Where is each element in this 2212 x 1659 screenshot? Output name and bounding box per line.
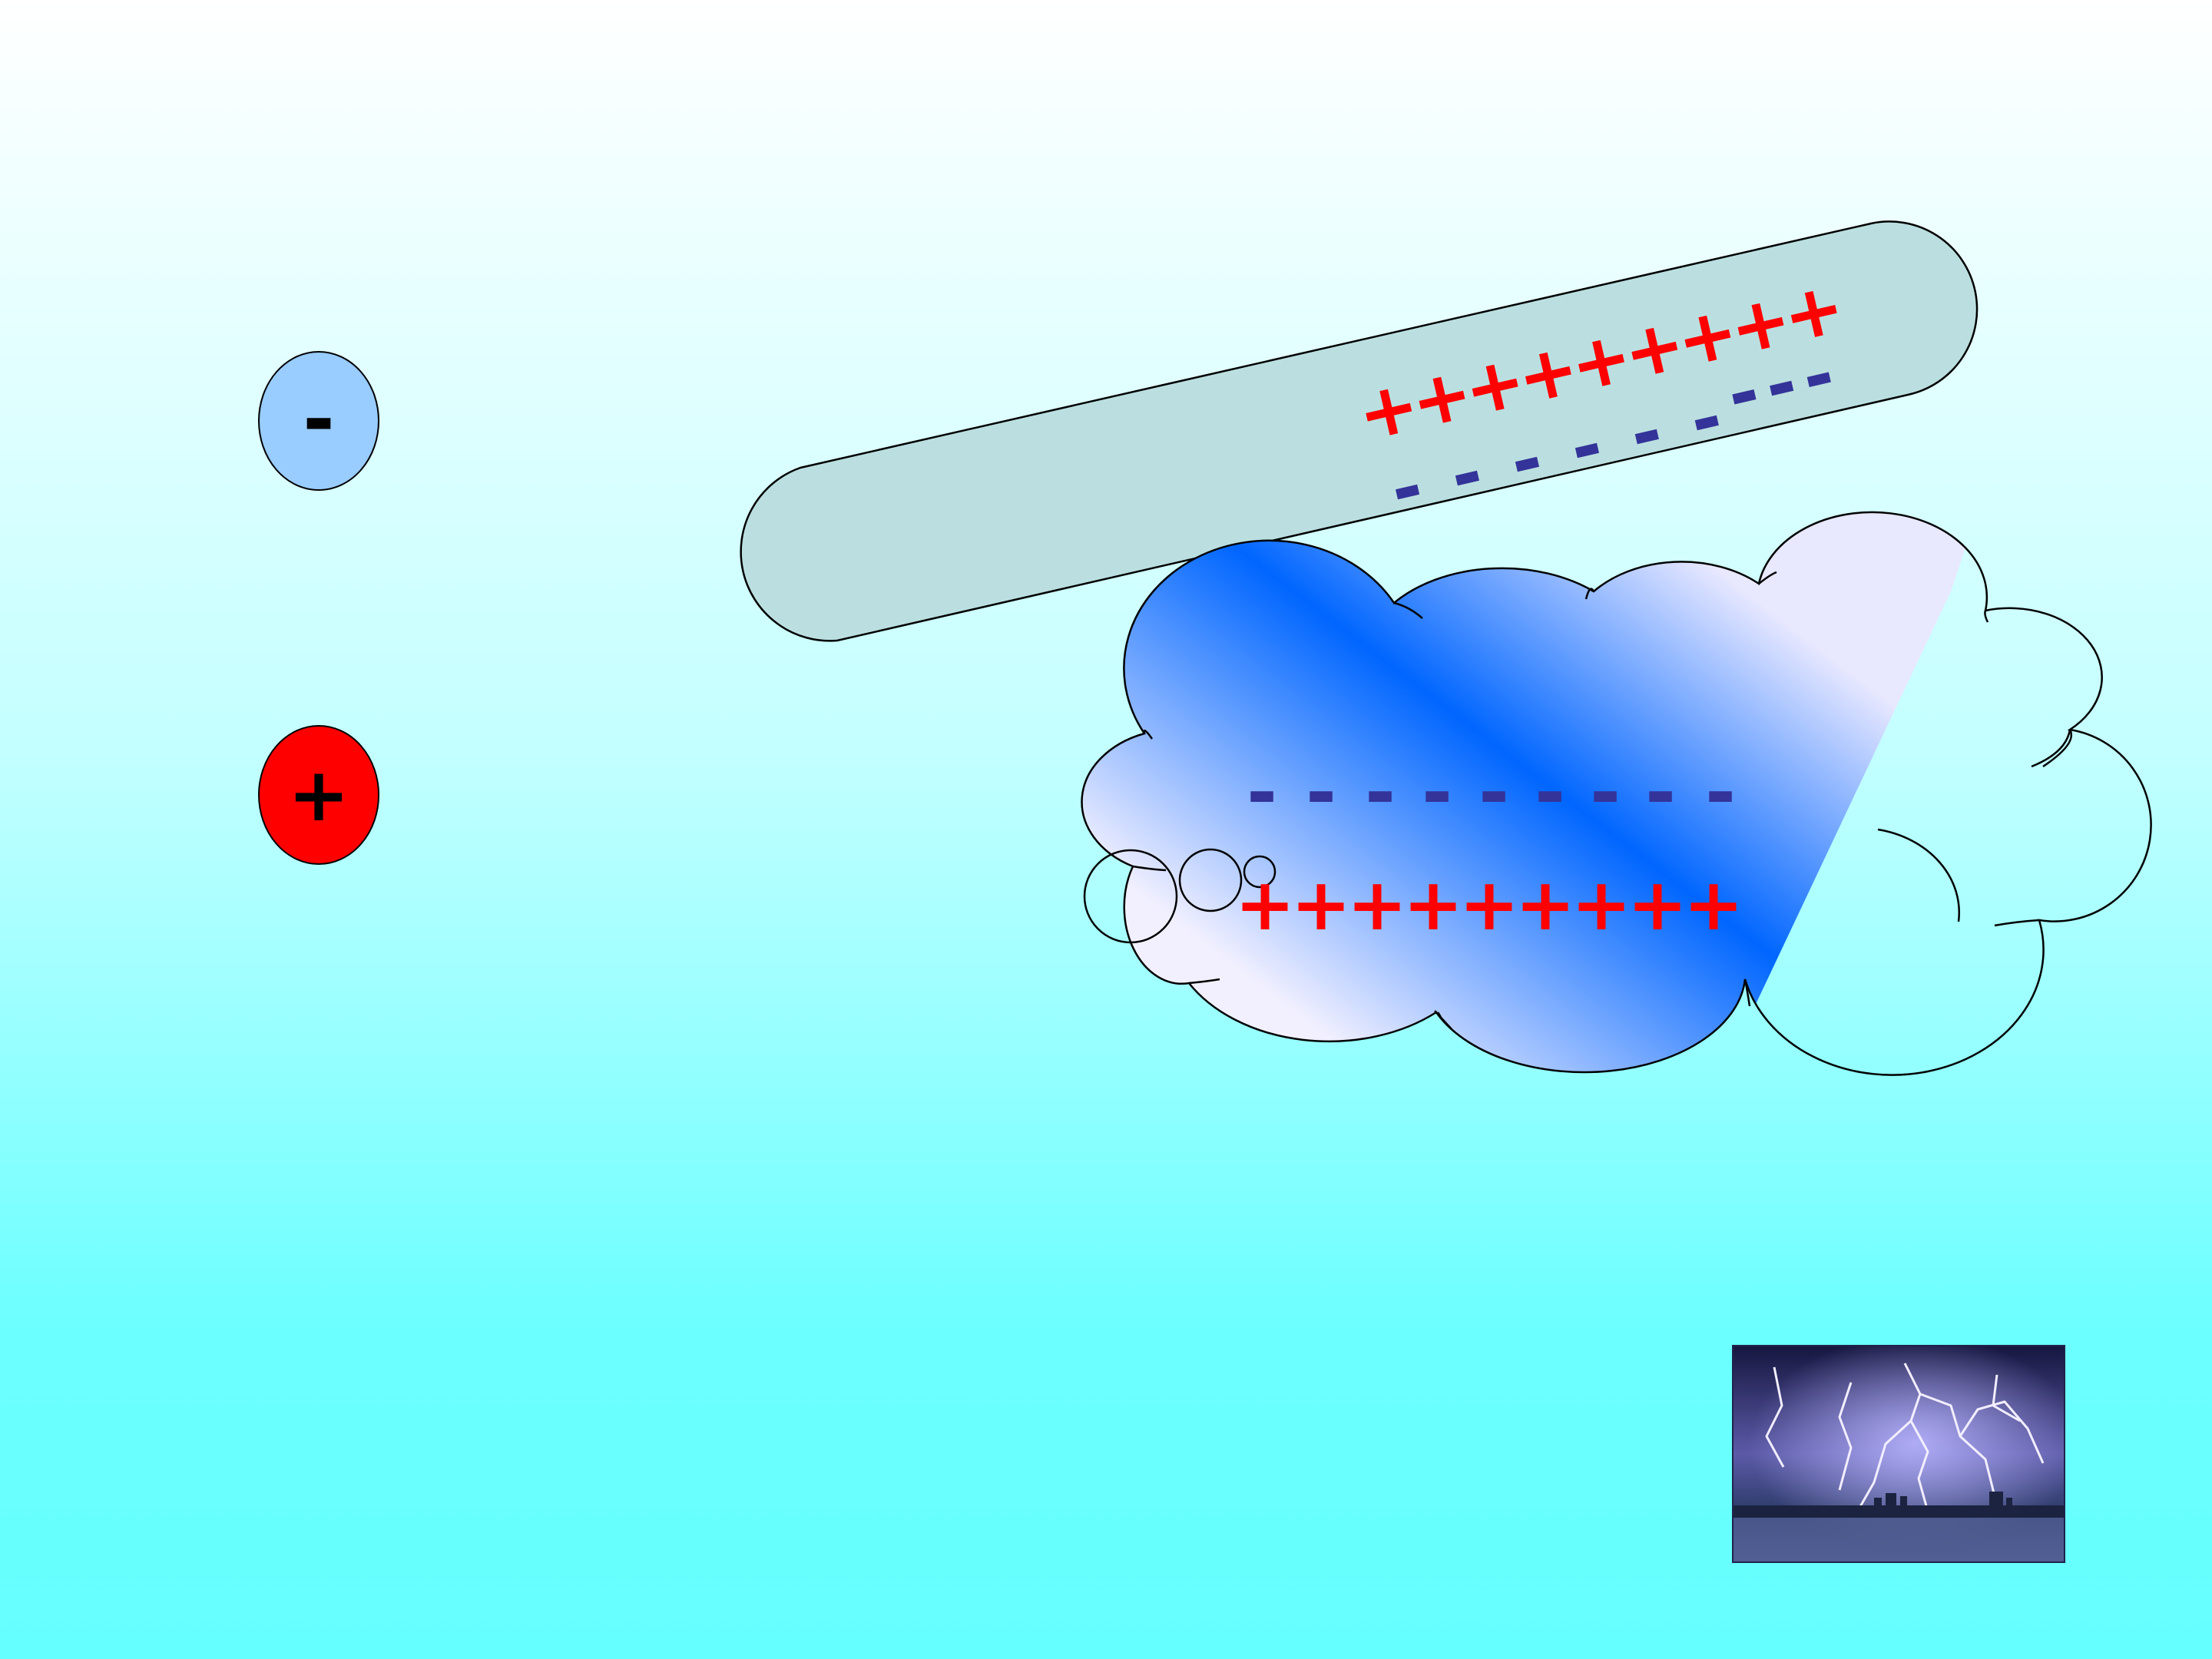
cloud-plus-charge: + [1628,863,1688,947]
cloud-minus-charge: - [1422,750,1452,836]
cloud-bubble-small [1243,855,1277,889]
cloud-minus-charge: - [1365,750,1396,836]
cloud-minus-charge: - [1306,750,1336,836]
charged-rod [740,220,1979,642]
rod-positive-charges: + + + + + + + + + [1349,265,1853,459]
lightning-storm-photo [1732,1345,2065,1563]
cloud-plus-charge: + [1235,863,1296,947]
cloud-plus-charge: + [1403,863,1464,947]
cloud-plus-charge: + [1291,863,1352,947]
cloud-minus-charge: - [1247,750,1277,836]
negative-charge-symbol: - [258,351,379,491]
cloud-plus-charge: + [1684,863,1744,947]
cloud-outline [1081,511,2152,1076]
cloud-minus-charge: - [1535,750,1565,836]
cloud-plus-charge: + [1571,863,1632,947]
negative-charge-circle [258,351,379,491]
photo-buildings [1874,1492,2012,1507]
cloud-plus-charge: + [1459,863,1520,947]
photo-frame [1732,1345,2065,1563]
positive-charge-circle [258,725,379,865]
positive-charge-symbol: + [258,725,379,865]
cloud-minus-charge: - [1479,750,1509,836]
cloud-minus-charge: - [1705,750,1736,836]
cloud-negative-charges: - - - - - - - - - [1247,750,1736,836]
cloud-bubble-large [1083,849,1178,944]
cloud-plus-charge: + [1515,863,1576,947]
photo-water [1733,1518,2065,1562]
lightning-bolt-icon [1765,1363,2045,1518]
positive-charge-label: + [288,752,349,838]
photo-skyline [1733,1505,2065,1518]
cloud-plus-charge: + [1347,863,1408,947]
cloud-minus-charge: - [1645,750,1676,836]
cloud-inner-lines [1132,571,2072,1030]
cloud-minus-charge: - [1590,750,1621,836]
negative-charge-label: - [303,374,335,464]
cloud-positive-charges: + + + + + + + + + [1235,863,1744,947]
cloud-bubble-medium [1178,848,1243,912]
